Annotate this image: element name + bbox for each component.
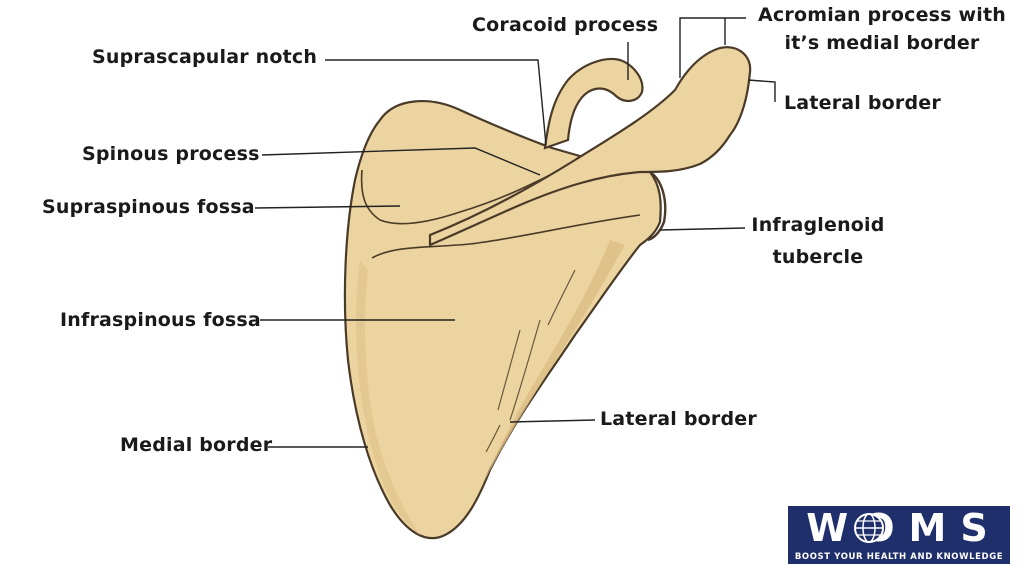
texture-line-3	[547, 269, 576, 326]
label-infraglenoid-line1: Infraglenoid	[751, 214, 885, 236]
texture-line-1	[497, 329, 521, 411]
lateral-shading	[485, 240, 625, 480]
label-acromion-line2: it’s medial border	[784, 32, 980, 54]
supraspinous-outline	[360, 169, 551, 225]
label-spinous-process: Spinous process	[82, 143, 260, 165]
infraspinous-ridge	[371, 214, 641, 259]
texture-line-4	[485, 424, 501, 453]
leader-infraglenoid	[659, 227, 746, 231]
leader-suprascapular	[325, 59, 547, 146]
leader-lateral-top	[747, 79, 776, 102]
medial-shading	[356, 260, 420, 535]
acromion-process	[428, 46, 752, 247]
label-suprascapular-notch: Suprascapular notch	[92, 46, 318, 68]
label-medial-border: Medial border	[120, 434, 273, 456]
label-acromion-line1: Acromian process with	[758, 4, 1006, 26]
label-infraspinous-fossa: Infraspinous fossa	[60, 309, 261, 331]
label-infraglenoid-line2: tubercle	[772, 246, 864, 268]
leader-acromion	[679, 17, 746, 78]
label-lateral-border-top: Lateral border	[784, 92, 941, 114]
logo-word: WOMS	[788, 506, 1010, 550]
label-lateral-border-bottom: Lateral border	[600, 408, 757, 430]
logo-tagline: BOOST YOUR HEALTH AND KNOWLEDGE	[788, 550, 1010, 564]
woms-logo[interactable]: WOMS BOOST YOUR HEALTH AND KNOWLEDGE	[788, 506, 1010, 566]
leader-supraspinous	[254, 205, 401, 209]
leader-spinous	[261, 147, 541, 176]
leader-lateral-bottom	[509, 419, 596, 423]
label-supraspinous-fossa: Supraspinous fossa	[42, 196, 255, 218]
leader-lines	[254, 17, 776, 448]
glenoid-cavity	[647, 171, 667, 242]
texture-line-2	[509, 319, 541, 421]
label-coracoid-process: Coracoid process	[472, 14, 659, 36]
coracoid-process	[543, 57, 644, 150]
globe-icon	[854, 513, 884, 543]
scapula-body	[343, 100, 662, 540]
